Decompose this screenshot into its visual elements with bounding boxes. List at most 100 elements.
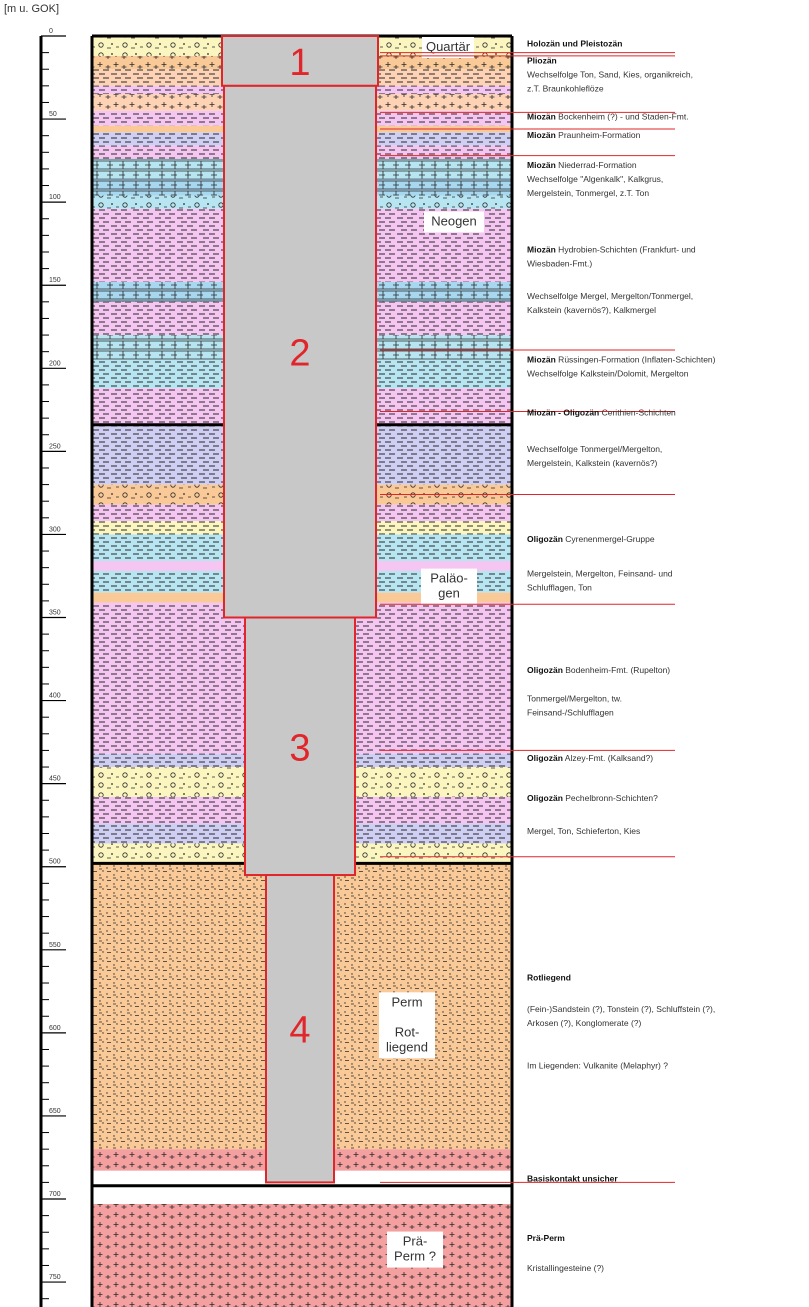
annotation-text: Praunheim-Formation: [556, 130, 641, 140]
annotation-bockenheim: Miozän Bockenheim (?) - und Staden-Fmt.: [527, 112, 689, 122]
annotation-epoch: Oligozän: [527, 665, 563, 675]
unit-label-box: [421, 568, 477, 605]
annotation-detail: Wechselfolge Ton, Sand, Kies, organikrei…: [527, 69, 693, 79]
casing-section-4: [265, 874, 335, 1184]
annotation-kristallin: Kristallingesteine (?): [527, 1263, 604, 1273]
annotation-epoch: Oligozän: [527, 793, 563, 803]
casing-section-label: 1: [289, 42, 310, 84]
layer-band: [92, 1185, 512, 1204]
annotation-praeperm_title: Prä-Perm: [527, 1233, 565, 1243]
annotation-text: Mergel, Ton, Schieferton, Kies: [527, 826, 640, 836]
unit-label-palaeogen: Paläo-: [430, 571, 468, 586]
annotation-epoch: Oligozän: [527, 534, 563, 544]
annotation-tonmergel: Tonmergel/Mergelton, tw.: [527, 693, 622, 703]
axis-tick-label: 650: [49, 1108, 61, 1115]
annotation-detail: z.T. Braunkohleflöze: [527, 83, 604, 93]
profile-frame: [90, 36, 514, 1307]
annotation-text: Cyrenenmergel-Gruppe: [563, 534, 655, 544]
axis-tick-label: 250: [49, 443, 61, 450]
unit-label-quartaer: Quartär: [426, 39, 471, 54]
annotation-detail: Mergelstein, Kalkstein (kavernös?): [527, 458, 658, 468]
annotation-text: Bodenheim-Fmt. (Rupelton): [563, 665, 670, 675]
unit-label-perm: liegend: [386, 1039, 428, 1054]
axis-tick-label: 750: [49, 1274, 61, 1281]
axis-tick-label: 400: [49, 693, 61, 700]
annotation-detail: Wechselfolge "Algenkalk", Kalkgrus,: [527, 174, 663, 184]
casing-section-label: 3: [289, 727, 310, 769]
annotation-text: Hydrobien-Schichten (Frankfurt- und: [556, 245, 696, 255]
annotation-bodenheim: Oligozän Bodenheim-Fmt. (Rupelton): [527, 665, 670, 675]
annotation-wechsel1: Wechselfolge Mergel, Mergelton/Tonmergel…: [527, 291, 693, 301]
annotation-epoch: Miozän: [527, 112, 556, 122]
annotation-epoch: Oligozän: [527, 753, 563, 763]
casing-section-3: [244, 616, 356, 877]
axis-tick-label: 50: [49, 111, 57, 118]
annotation-alzey: Oligozän Alzey-Fmt. (Kalksand?): [527, 753, 653, 763]
annotation-feinsand: (Fein-)Sandstein (?), Tonstein (?), Schl…: [527, 1004, 715, 1014]
annotation-epoch: Miozän: [527, 354, 556, 364]
axis-tick-label: 550: [49, 942, 61, 949]
axis-tick-label: 350: [49, 610, 61, 617]
annotation-epoch: Prä-Perm: [527, 1233, 565, 1243]
annotations: Holozän und PleistozänPliozänWechselfolg…: [380, 39, 716, 1273]
annotation-text: Mergelstein, Mergelton, Feinsand- und: [527, 569, 673, 579]
annotation-text: Tonmergel/Mergelton, tw.: [527, 693, 622, 703]
annotation-text: Kristallingesteine (?): [527, 1263, 604, 1273]
annotation-epoch: Miozän: [527, 245, 556, 255]
axis-tick-label: 700: [49, 1191, 61, 1198]
unit-label-praeperm: Perm ?: [394, 1249, 436, 1264]
annotation-epoch: Pliozän: [527, 55, 557, 65]
axis-tick-label: 300: [49, 526, 61, 533]
annotation-detail: Kalkstein (kavernös?), Kalkmergel: [527, 305, 656, 315]
annotation-text: Niederrad-Formation: [556, 160, 637, 170]
annotation-detail: Schlufflagen, Ton: [527, 583, 592, 593]
annotation-text: Cerithien-Schichten: [599, 407, 676, 417]
annotation-epoch: Basiskontakt unsicher: [527, 1173, 618, 1183]
casing-column: 1 2 3 4: [221, 35, 379, 1184]
annotation-niederrad: Miozän Niederrad-Formation: [527, 160, 637, 170]
annotation-epoch: Holozän und Pleistozän: [527, 39, 622, 49]
annotation-epoch: Rotliegend: [527, 972, 571, 982]
unit-label-box: [387, 1231, 443, 1268]
annotation-text: Im Liegenden: Vulkanite (Melaphyr) ?: [527, 1060, 668, 1070]
annotation-mergelton: Mergel, Ton, Schieferton, Kies: [527, 826, 640, 836]
unit-label-praeperm: Prä-: [403, 1234, 428, 1249]
casing-section-label: 2: [289, 333, 310, 375]
unit-label-perm: Rot-: [395, 1024, 420, 1039]
annotation-text: Alzey-Fmt. (Kalksand?): [563, 753, 653, 763]
unit-label-palaeogen: gen: [438, 586, 460, 601]
annotation-basiskontakt: Basiskontakt unsicher: [527, 1173, 618, 1183]
axis-tick-label: 500: [49, 859, 61, 866]
casing-section-label: 4: [289, 1010, 310, 1052]
annotation-ruessingen: Miozän Rüssingen-Formation (Inflaten-Sch…: [527, 354, 716, 364]
annotation-text: Bockenheim (?) - und Staden-Fmt.: [556, 112, 689, 122]
annotation-wechsel2: Wechselfolge Tonmergel/Mergelton,: [527, 444, 662, 454]
annotation-text: Pechelbronn-Schichten?: [563, 793, 658, 803]
annotation-epoch: Miozän: [527, 160, 556, 170]
annotation-cyrenen: Oligozän Cyrenenmergel-Gruppe: [527, 534, 655, 544]
depth-axis-title: [m u. GOK]: [4, 3, 59, 15]
axis-tick-label: 0: [49, 28, 53, 35]
annotation-text: (Fein-)Sandstein (?), Tonstein (?), Schl…: [527, 1004, 715, 1014]
axis-tick-label: 600: [49, 1025, 61, 1032]
annotation-detail: Wiesbaden-Fmt.): [527, 259, 592, 269]
annotation-praunheim: Miozän Praunheim-Formation: [527, 130, 641, 140]
annotation-hydrobien: Miozän Hydrobien-Schichten (Frankfurt- u…: [527, 245, 696, 255]
unit-label-neogen: Neogen: [431, 213, 477, 228]
axis-tick-label: 450: [49, 776, 61, 783]
annotation-epoch: Miozän - Oligozän: [527, 407, 599, 417]
annotation-vulkanite: Im Liegenden: Vulkanite (Melaphyr) ?: [527, 1060, 668, 1070]
annotation-detail: Feinsand-/Schlufflagen: [527, 707, 614, 717]
annotation-text: Wechselfolge Mergel, Mergelton/Tonmergel…: [527, 291, 693, 301]
unit-label-perm: Perm: [391, 994, 422, 1009]
axis-tick-label: 150: [49, 277, 61, 284]
casing-section-2: [223, 84, 377, 619]
annotation-detail: Arkosen (?), Konglomerate (?): [527, 1018, 641, 1028]
annotation-epoch: Miozän: [527, 130, 556, 140]
annotation-text: Wechselfolge Tonmergel/Mergelton,: [527, 444, 662, 454]
depth-axis: 0501001502002503003504004505005506006507…: [39, 28, 66, 1307]
unit-label-box: [379, 992, 435, 1059]
annotation-pliozaen: Pliozän: [527, 55, 557, 65]
annotation-detail: Wechselfolge Kalkstein/Dolomit, Mergelto…: [527, 368, 689, 378]
annotation-rotliegend: Rotliegend: [527, 972, 571, 982]
